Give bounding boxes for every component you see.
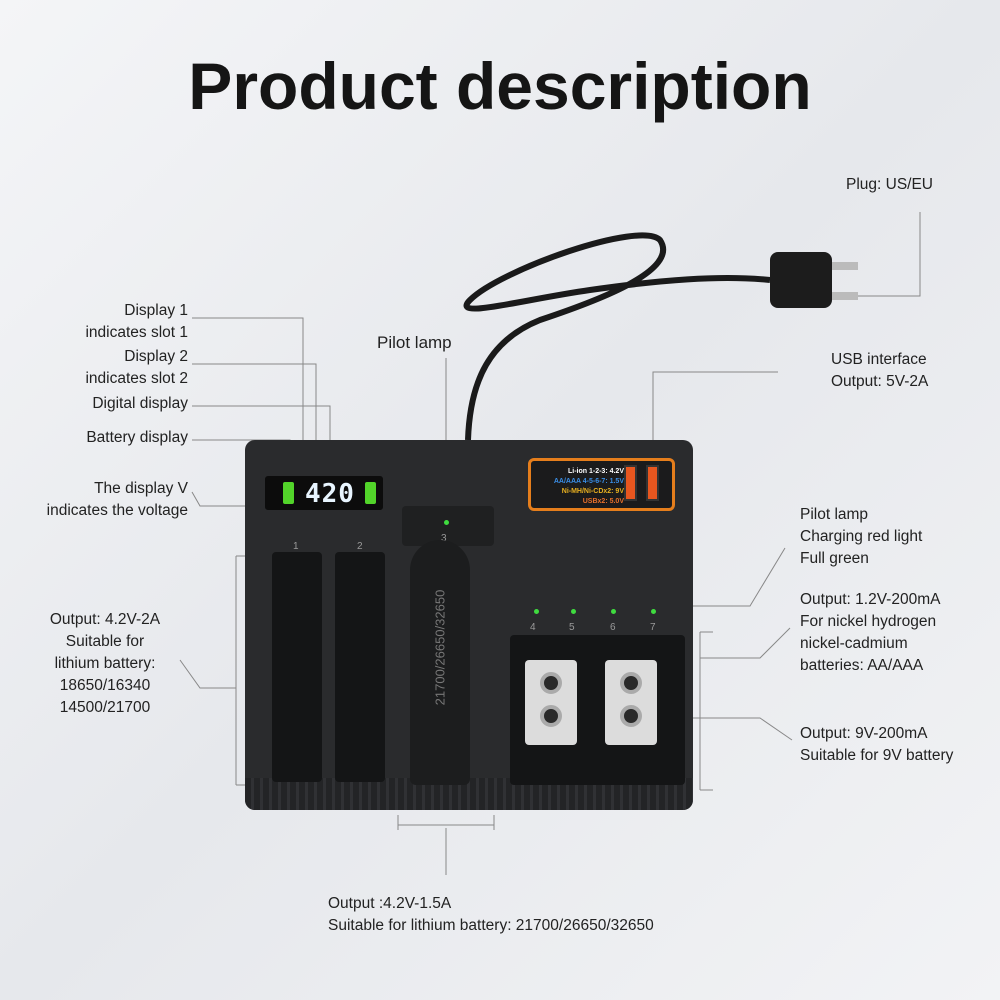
label-text: Output :4.2V-1.5A <box>328 895 452 912</box>
label-output-9v: Output: 9V-200mA Suitable for 9V battery <box>800 723 953 767</box>
label-output-42v: Output: 4.2V-2A Suitable for lithium batte… <box>25 609 185 719</box>
slot-number: 4 <box>530 622 536 633</box>
pilot-lamp-box <box>402 506 494 546</box>
pilot-led <box>611 609 616 614</box>
label-text: indicates the voltage <box>46 502 188 519</box>
cell-label: 21700/26650/32650 <box>432 589 448 706</box>
voltage-readout: 420 <box>305 479 355 509</box>
label-text: For nickel hydrogen <box>800 613 937 630</box>
label-display2: Display 2 indicates slot 2 <box>20 346 188 390</box>
label-text: Charging red light <box>800 528 923 545</box>
label-text: indicates slot 1 <box>85 324 188 341</box>
usb-port[interactable] <box>624 465 637 501</box>
label-text: Output: 5V-2A <box>831 373 929 390</box>
usb-port[interactable] <box>646 465 659 501</box>
usb-spec-line: Ni-MH/Ni-CDx2: 9V <box>561 488 624 495</box>
label-bottom: Output :4.2V-1.5A Suitable for lithium ba… <box>328 893 654 937</box>
label-plug: Plug: US/EU <box>846 176 934 193</box>
label-text: indicates slot 2 <box>85 370 188 387</box>
label-text: Output: 4.2V-2A <box>49 611 161 628</box>
label-text: Suitable for <box>65 633 145 650</box>
power-cord <box>463 232 771 441</box>
label-text: 14500/21700 <box>59 699 151 716</box>
plug-prong <box>832 262 858 270</box>
usb-spec-line: AA/AAA 4-5-6-7: 1.5V <box>553 478 624 485</box>
label-battery-display: Battery display <box>86 429 188 446</box>
plug-prong <box>832 292 858 300</box>
9v-slot[interactable] <box>525 660 577 745</box>
pilot-led <box>534 609 539 614</box>
slot-number: 6 <box>610 622 616 633</box>
label-text: Output: 1.2V-200mA <box>800 591 941 608</box>
slot-number: 5 <box>569 622 575 633</box>
label-text: Display 1 <box>124 302 188 319</box>
label-text: 18650/16340 <box>59 677 151 694</box>
battery-icon <box>365 482 376 504</box>
page-title: Product description <box>188 49 812 123</box>
9v-slot[interactable] <box>605 660 657 745</box>
slot-number: 3 <box>441 533 447 544</box>
label-digital: Digital display <box>92 395 188 412</box>
label-text: nickel-cadmium <box>800 635 908 652</box>
slot-2[interactable] <box>335 552 385 782</box>
label-text: batteries: AA/AAA <box>800 657 924 674</box>
plug-body <box>770 252 832 308</box>
slot-1[interactable] <box>272 552 322 782</box>
label-text: Display 2 <box>124 348 188 365</box>
slot-number: 2 <box>357 541 363 552</box>
slot-number: 7 <box>650 622 656 633</box>
pilot-led <box>571 609 576 614</box>
label-text: USB interface <box>831 351 927 368</box>
label-text: Full green <box>800 550 869 567</box>
label-display1: Display 1 indicates slot 1 <box>20 300 188 344</box>
label-text: Suitable for 9V battery <box>800 747 954 764</box>
label-text: lithium battery: <box>54 655 156 672</box>
label-text: Suitable for lithium battery: 21700/2665… <box>328 917 654 934</box>
pilot-led <box>444 520 449 525</box>
usb-spec-line: USBx2: 5.0V <box>582 498 624 505</box>
slot-number: 1 <box>293 541 299 552</box>
label-output-12v: Output: 1.2V-200mA For nickel hydrogen nic… <box>800 589 940 677</box>
label-text: Output: 9V-200mA <box>800 725 928 742</box>
label-text: Pilot lamp <box>800 506 869 523</box>
usb-spec-line: Li-ion 1-2-3: 4.2V <box>567 468 624 475</box>
label-pilot-top: Pilot lamp <box>377 333 452 352</box>
pilot-led <box>651 609 656 614</box>
label-text: The display V <box>94 480 188 497</box>
battery-icon <box>283 482 294 504</box>
label-display-v: The display V indicates the voltage <box>10 478 188 522</box>
battery-cell <box>410 540 470 785</box>
